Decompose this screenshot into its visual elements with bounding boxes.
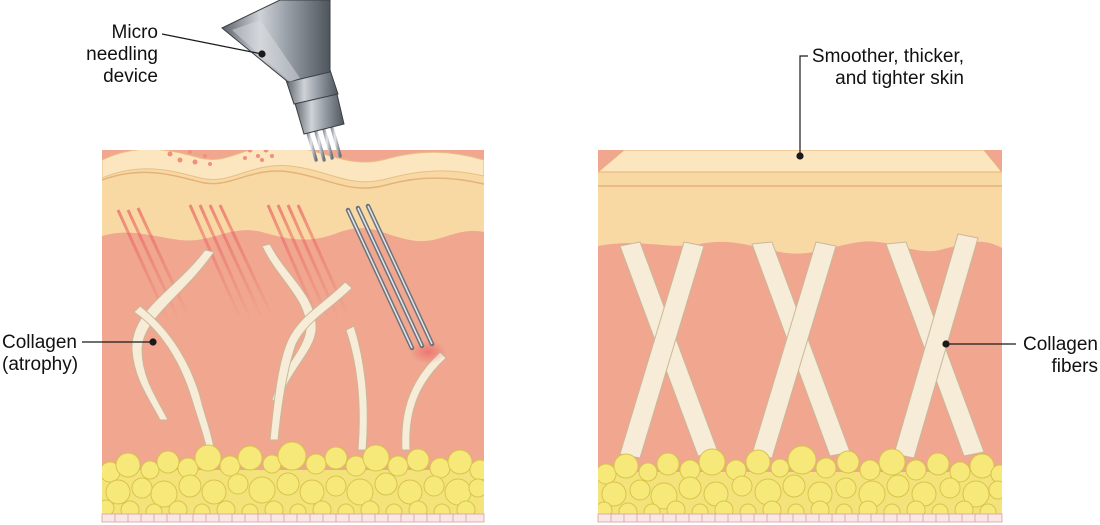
smoother-label-line2: and tighter skin (835, 68, 964, 89)
microneedle-pen-icon (221, 0, 345, 162)
device-label: Micro needling device (54, 22, 158, 88)
atrophy-label: Collagen (atrophy) (2, 332, 78, 376)
atrophy-label-line1: Collagen (2, 332, 77, 353)
epidermis-layer-right (598, 172, 1002, 254)
smoother-label-line1: Smoother, thicker, (811, 46, 964, 67)
atrophy-label-line2: (atrophy) (2, 354, 79, 375)
device-label-line1: Micro (111, 22, 158, 43)
collagen-fibers-label: Collagen fibers (1016, 334, 1098, 378)
leader-lines (82, 33, 1016, 348)
smoother-skin-label: Smoother, thicker, and tighter skin (804, 46, 964, 90)
fibers-label-line1: Collagen (1023, 334, 1098, 355)
treated-skin-block (597, 150, 1003, 523)
fat-layer-right (598, 445, 1002, 518)
damaged-skin-block (101, 150, 485, 523)
skin-spots (167, 150, 274, 166)
device-label-line2: needling (86, 44, 158, 65)
inserted-needles (345, 203, 435, 351)
skin-surface (102, 150, 484, 183)
healthy-collagen (619, 233, 985, 459)
atrophied-collagen (131, 243, 447, 456)
fibers-label-line2: fibers (1051, 356, 1098, 377)
smooth-skin-surface (598, 150, 1002, 173)
device-label-line3: device (103, 66, 158, 87)
